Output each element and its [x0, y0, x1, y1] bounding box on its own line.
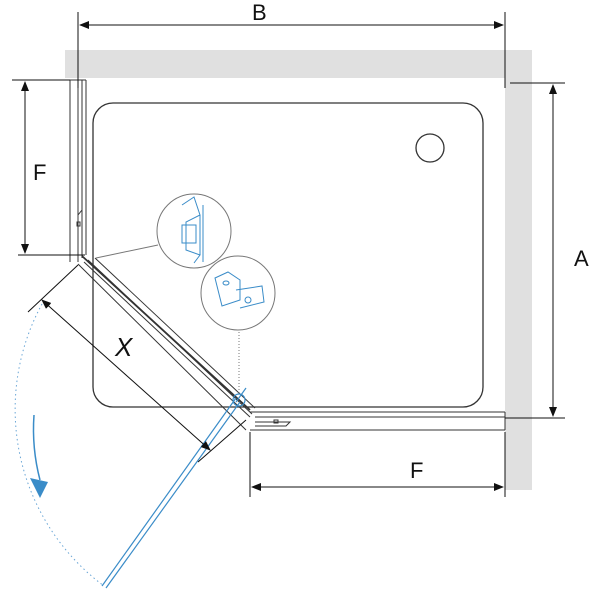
swing-arrowhead-icon [30, 478, 48, 498]
bottom-side-panel [250, 411, 506, 431]
door-clamp-detail-icon [200, 255, 276, 393]
dimension-x-label: X [114, 332, 134, 362]
drain-icon [415, 133, 445, 163]
dimension-a-label: A [574, 246, 589, 271]
door-open [101, 387, 247, 589]
left-side-panel [69, 79, 87, 262]
dimension-f-left-label: F [33, 160, 46, 185]
walls [65, 50, 532, 490]
dimension-f-bottom-label: F [410, 458, 423, 483]
hinge-profile-detail-icon [95, 193, 232, 269]
dimension-b-label: B [252, 0, 267, 25]
swing-direction-arrow-icon [32, 414, 41, 481]
door-swing-arc [14, 303, 105, 587]
dimension-lines [12, 12, 565, 497]
